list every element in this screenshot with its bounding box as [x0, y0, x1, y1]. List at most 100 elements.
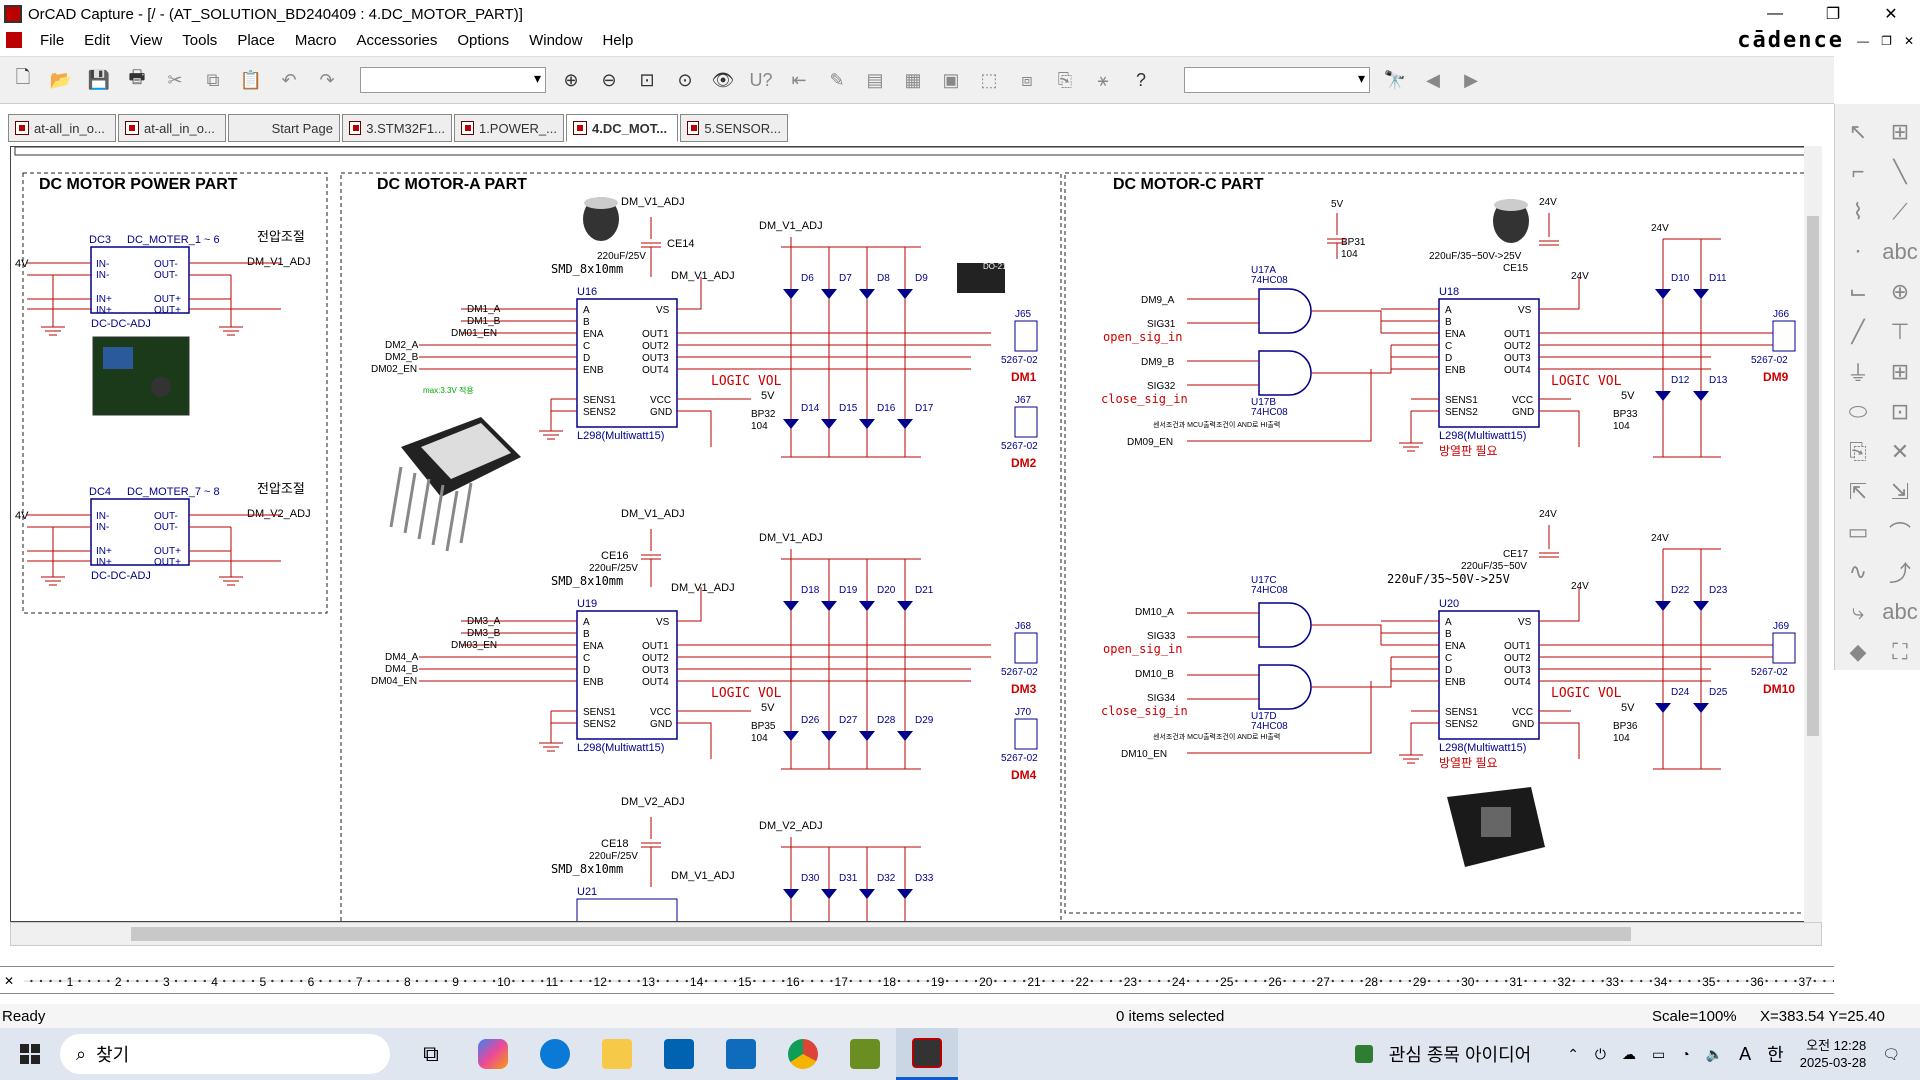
bom-icon[interactable]: ▦	[904, 69, 922, 90]
place-junction-icon[interactable]: ⋅	[1854, 239, 1862, 264]
start-button[interactable]	[0, 1028, 60, 1080]
copy-icon[interactable]: ⧉	[206, 69, 220, 90]
place-pin-icon[interactable]: ⌙	[1848, 279, 1868, 304]
annotate-icon[interactable]: U?	[749, 69, 773, 90]
menu-file[interactable]: File	[40, 31, 65, 49]
place-net-icon[interactable]: ╲	[1893, 159, 1907, 184]
place-polyline-icon[interactable]: ⇲	[1890, 479, 1910, 504]
place-text-icon[interactable]: ⇱	[1848, 479, 1868, 504]
explorer-button[interactable]	[586, 1028, 648, 1080]
tab-at-all-2[interactable]: at-all_in_o...	[118, 114, 226, 142]
place-part-icon[interactable]: ⊞	[1890, 119, 1910, 144]
select-icon[interactable]: ↖	[1848, 119, 1868, 144]
auto-wire-icon[interactable]: abc	[1882, 599, 1918, 624]
place-vcc-icon[interactable]: ⊤	[1890, 319, 1910, 344]
menu-edit[interactable]: Edit	[84, 31, 111, 49]
netlist-icon[interactable]: ▤	[866, 69, 884, 90]
tab-stm32[interactable]: 3.STM32F1...	[342, 114, 452, 142]
horizontal-scroll-thumb[interactable]	[131, 927, 1631, 941]
usb-icon[interactable]: ⏻	[1594, 1045, 1606, 1062]
menu-window[interactable]: Window	[529, 31, 583, 49]
place-wire-icon[interactable]: ⌐	[1851, 159, 1865, 184]
taskbar-search[interactable]: ⌕ 찾기	[60, 1034, 390, 1074]
place-rect-icon[interactable]: ▭	[1847, 519, 1869, 544]
menu-view[interactable]: View	[130, 31, 163, 49]
minimize-button[interactable]: —	[1767, 5, 1783, 22]
schematic-canvas[interactable]: DC MOTOR POWER PART DC MOTOR-A PART DC M…	[10, 146, 1822, 922]
project-manager-icon[interactable]: ⧈	[1021, 69, 1033, 90]
tab-sensor[interactable]: 5.SENSOR...	[680, 114, 788, 142]
place-ground-icon[interactable]: ⏚	[1846, 361, 1869, 386]
area-select-icon[interactable]: ⬚	[980, 69, 998, 90]
menu-tools[interactable]: Tools	[182, 31, 218, 49]
menu-options[interactable]: Options	[457, 31, 510, 49]
zoom-out-icon[interactable]: ⊖	[601, 69, 617, 90]
clock[interactable]: 오전 12:28 2025-03-28	[1800, 1037, 1867, 1071]
place-hier-block-icon[interactable]: ⊞	[1890, 359, 1910, 384]
doc-minimize-icon[interactable]: —	[1857, 34, 1870, 48]
place-bus-icon[interactable]: ⌇	[1852, 199, 1864, 224]
cut-icon[interactable]: ✂	[167, 69, 183, 90]
pads-button[interactable]	[834, 1028, 896, 1080]
ime-mode[interactable]: A	[1739, 1043, 1752, 1064]
edge-button[interactable]	[524, 1028, 586, 1080]
menu-place[interactable]: Place	[237, 31, 275, 49]
net-alias-icon[interactable]: abc	[1882, 239, 1918, 264]
zoom-all-icon[interactable]: ⊙	[677, 69, 693, 90]
outlook-button[interactable]	[710, 1028, 772, 1080]
redo-icon[interactable]: ↷	[319, 69, 335, 90]
print-icon[interactable]: 🖶	[128, 67, 146, 87]
place-power-icon[interactable]: ⊕	[1890, 279, 1910, 304]
tab-dc-motor[interactable]: 4.DC_MOT...	[566, 114, 678, 142]
tab-at-all-1[interactable]: at-all_in_o...	[8, 114, 116, 142]
back-annotate-icon[interactable]: ⇤	[791, 69, 807, 90]
vertical-scroll-thumb[interactable]	[1807, 216, 1819, 736]
news-widget-icon[interactable]	[1354, 1045, 1373, 1063]
snap-grid-icon[interactable]: ▣	[942, 69, 960, 90]
zoom-in-icon[interactable]: ⊕	[563, 69, 579, 90]
notification-icon[interactable]: 🗨	[1882, 1045, 1900, 1062]
close-button[interactable]: ✕	[1884, 6, 1898, 23]
place-ieee-icon[interactable]: ⤷	[1851, 599, 1865, 624]
search-prev-icon[interactable]: ◀	[1426, 69, 1440, 90]
copilot-button[interactable]	[462, 1028, 524, 1080]
menu-help[interactable]: Help	[602, 31, 634, 49]
place-hier-port-icon[interactable]: ⊡	[1890, 399, 1910, 424]
orcad-app-icon[interactable]	[4, 5, 22, 23]
binoculars-icon[interactable]: 🔭	[1383, 69, 1407, 90]
task-view-button[interactable]: ⧉	[400, 1028, 462, 1080]
search-dropdown[interactable]	[1184, 67, 1370, 93]
place-line-icon[interactable]: ╱	[1851, 319, 1865, 344]
doc-restore-icon[interactable]: ❐	[1881, 34, 1892, 48]
paste-icon[interactable]: 📋	[239, 69, 263, 90]
menu-macro[interactable]: Macro	[294, 31, 337, 49]
vertical-scrollbar[interactable]	[1804, 146, 1822, 922]
news-widget[interactable]: 관심 종목 아이디어	[1388, 1045, 1532, 1065]
store-button[interactable]	[648, 1028, 710, 1080]
doc-close-icon[interactable]: ✕	[1903, 34, 1914, 48]
menu-accessories[interactable]: Accessories	[356, 31, 438, 49]
place-param-icon[interactable]: ⛶	[1892, 639, 1908, 664]
cross-probe-icon[interactable]: ⚹	[1097, 69, 1109, 90]
volume-icon[interactable]: 🔈	[1705, 1045, 1724, 1062]
new-file-icon[interactable]: 🗋	[15, 67, 31, 87]
place-bezier-icon[interactable]: ∿	[1848, 559, 1868, 584]
visibility-icon[interactable]: 👁	[711, 69, 735, 90]
search-next-icon[interactable]: ▶	[1464, 69, 1478, 90]
document-icon[interactable]	[6, 32, 22, 48]
undo-icon[interactable]: ↶	[281, 69, 297, 90]
place-arc-icon[interactable]: ⌒	[1888, 521, 1911, 546]
wifi-icon[interactable]: ◔	[1681, 1046, 1690, 1062]
horizontal-scrollbar[interactable]	[10, 922, 1822, 946]
place-image-icon[interactable]: ⤴	[1888, 561, 1911, 586]
chrome-button[interactable]	[772, 1028, 834, 1080]
off-page-connector-icon[interactable]: ⎘	[1849, 439, 1867, 464]
battery-icon[interactable]: ▭	[1652, 1045, 1666, 1062]
tab-start-page[interactable]: Start Page	[228, 114, 340, 142]
save-icon[interactable]: 💾	[87, 69, 111, 90]
place-shape-icon[interactable]: ◆	[1849, 639, 1867, 664]
tab-power[interactable]: 1.POWER_...	[454, 114, 564, 142]
zoom-area-icon[interactable]: ⊡	[639, 69, 655, 90]
no-connect-icon[interactable]: ✕	[1890, 439, 1910, 464]
drc-icon[interactable]: ✎	[829, 69, 845, 90]
